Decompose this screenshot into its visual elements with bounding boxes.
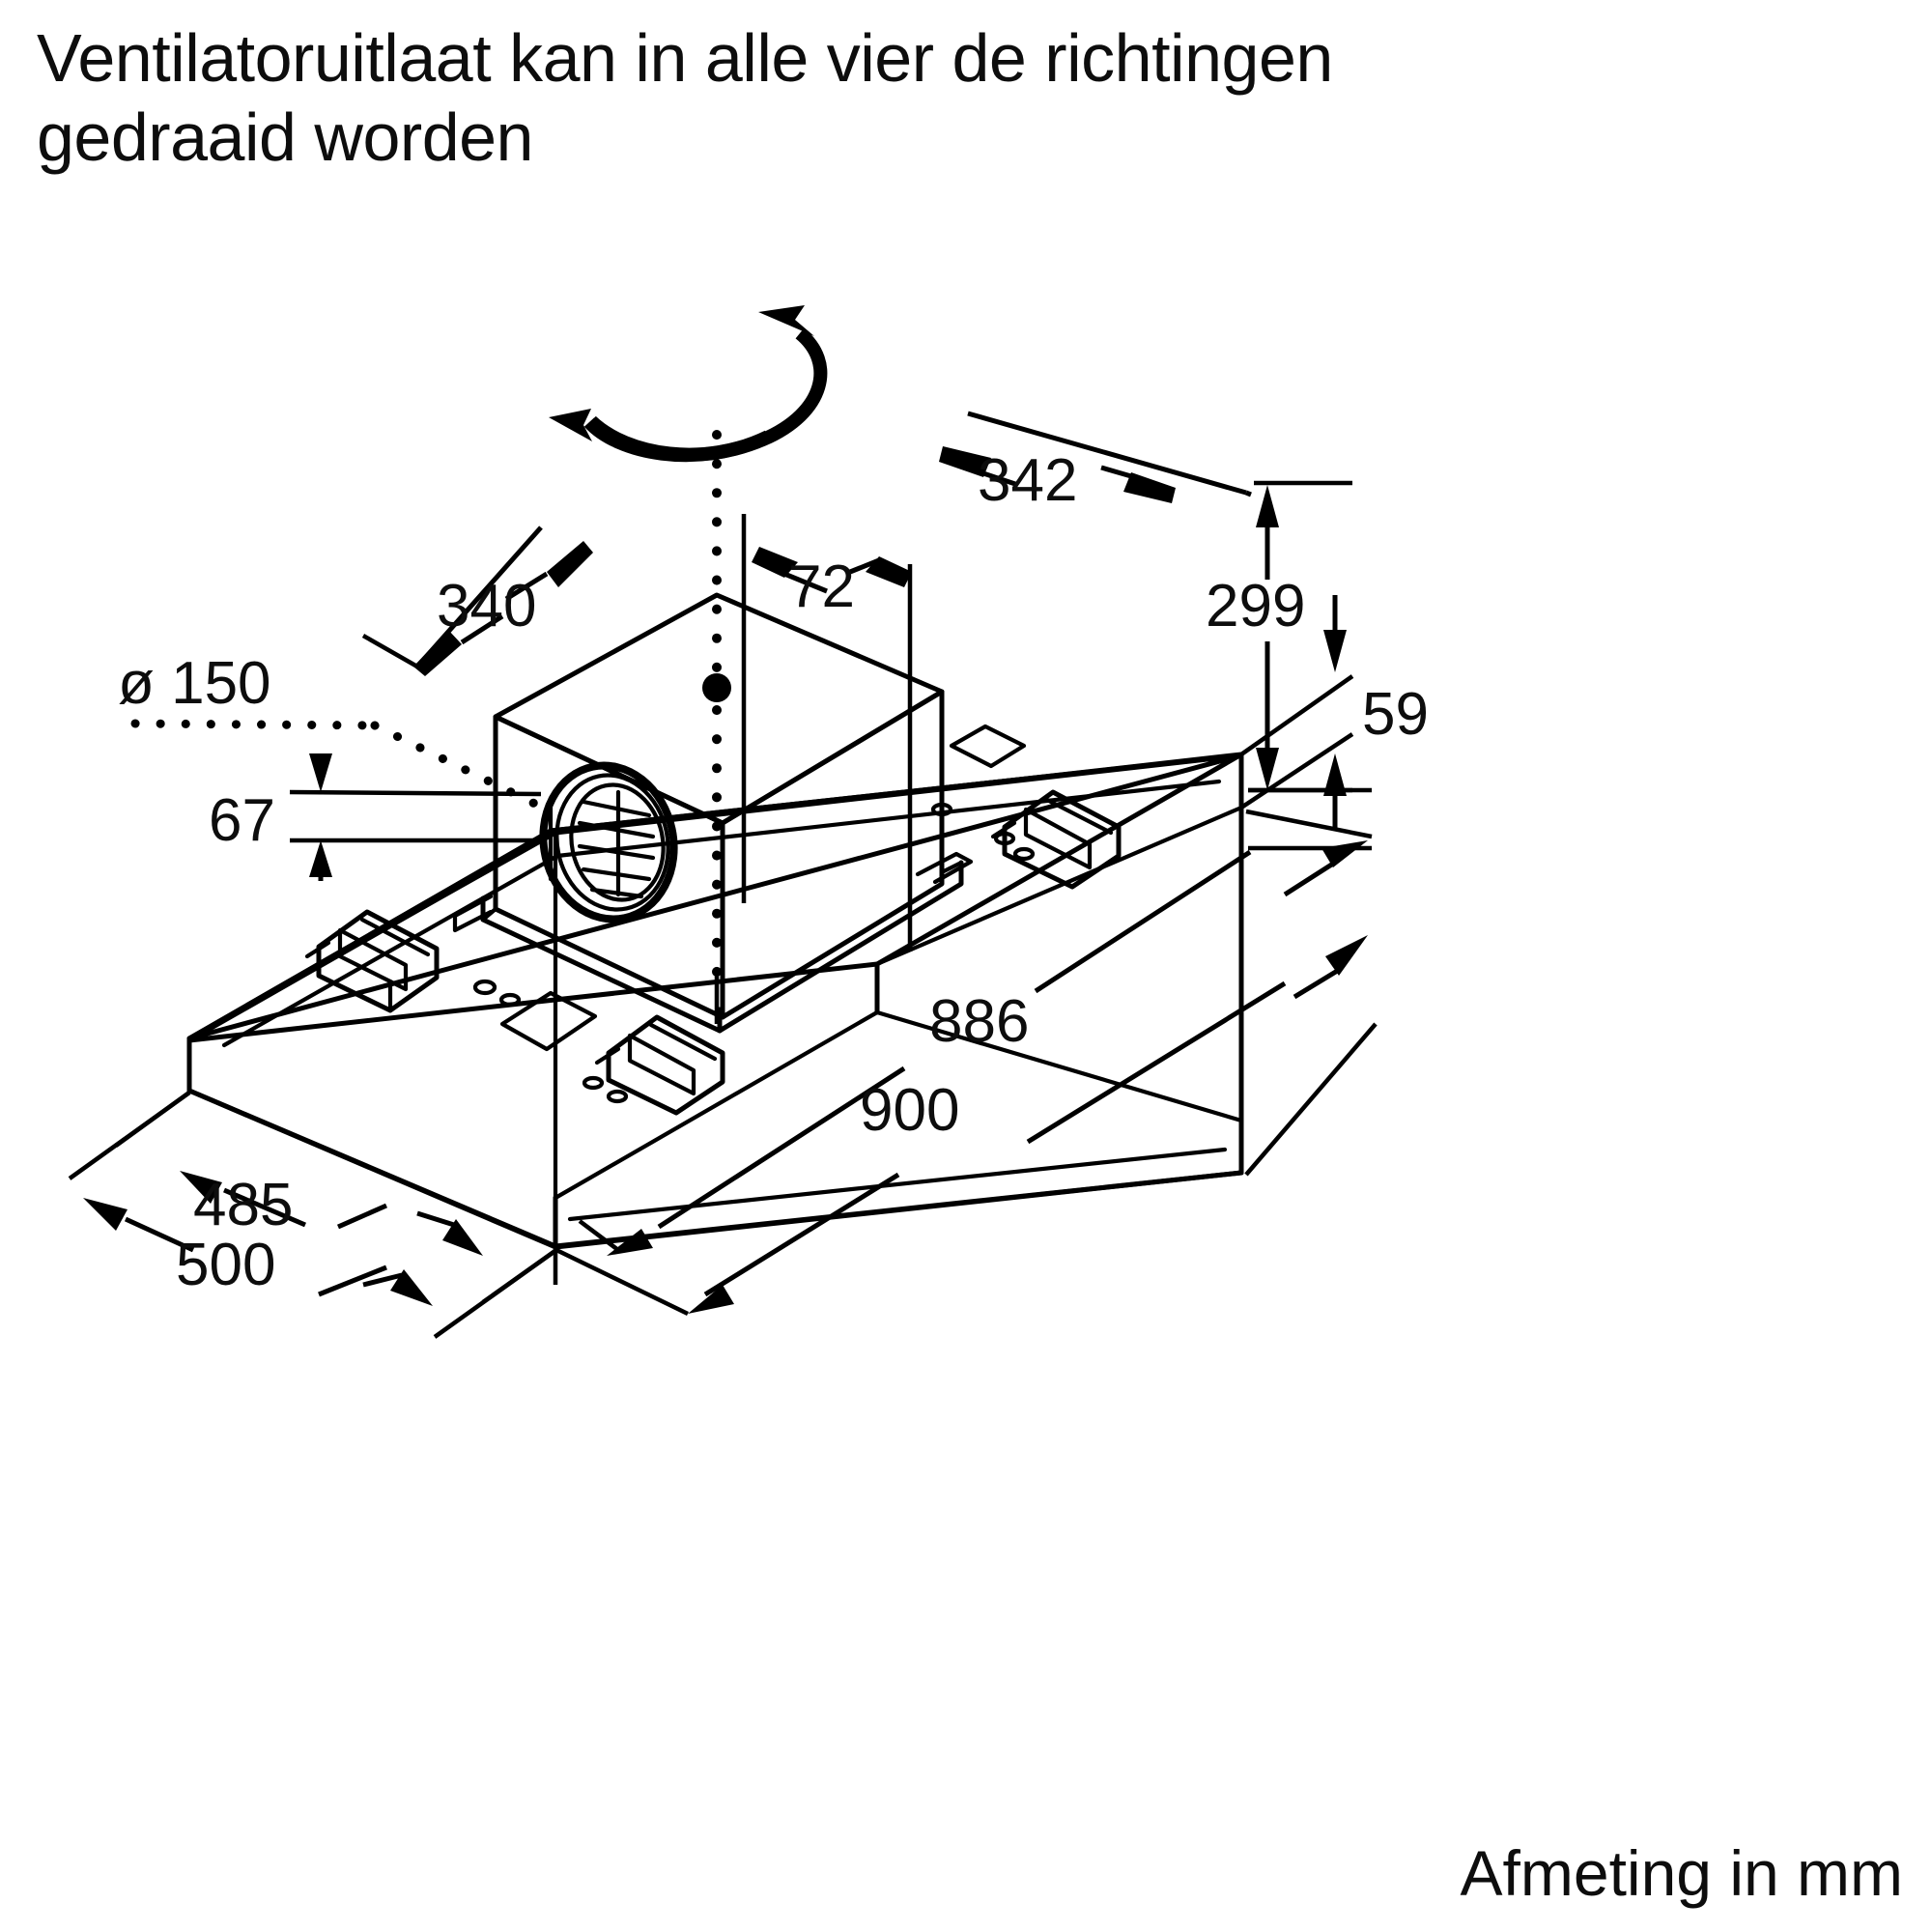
duct-outlet bbox=[539, 761, 678, 923]
rotation-arrow-icon bbox=[549, 305, 828, 463]
mounting-clip-center bbox=[594, 1014, 725, 1116]
dimension-342-label: 342 bbox=[978, 447, 1077, 514]
mounting-clip-left bbox=[304, 909, 440, 1013]
dimension-67: 67 bbox=[209, 753, 542, 881]
page-title-line-2: gedraaid worden bbox=[37, 99, 533, 175]
dimension-500: 500 bbox=[68, 1091, 558, 1339]
duct-damper-flaps bbox=[577, 789, 656, 899]
page-title: Ventilatoruitlaat kan in alle vier de ri… bbox=[37, 19, 1621, 178]
dimension-886: 886 bbox=[578, 809, 1373, 1256]
dimension-342: 342 bbox=[939, 411, 1252, 514]
dimension-67-label: 67 bbox=[209, 787, 275, 854]
projection-lines bbox=[553, 674, 1354, 1285]
dimension-150-label: ø 150 bbox=[118, 650, 271, 717]
mounting-clip-right bbox=[990, 789, 1122, 890]
dimension-59-label: 59 bbox=[1362, 681, 1429, 748]
dimension-72: 72 bbox=[741, 514, 913, 952]
rotation-axis-line bbox=[702, 430, 731, 980]
dimension-72-label: 72 bbox=[788, 554, 855, 620]
dimension-59: 59 bbox=[1248, 595, 1429, 851]
dimension-340: 340 bbox=[361, 526, 593, 676]
dimension-900-label: 900 bbox=[860, 1077, 959, 1144]
dimension-900: 900 bbox=[555, 935, 1378, 1317]
dimension-299-label: 299 bbox=[1206, 573, 1305, 639]
units-note: Afmeting in mm bbox=[1460, 1837, 1903, 1909]
dimension-485: 485 bbox=[114, 1091, 558, 1304]
dimension-340-label: 340 bbox=[437, 573, 536, 639]
page-title-line-1: Ventilatoruitlaat kan in alle vier de ri… bbox=[37, 20, 1333, 96]
dimension-886-label: 886 bbox=[929, 988, 1029, 1055]
panel-detail-features bbox=[472, 724, 1036, 1104]
dimension-diameter-150: ø 150 bbox=[118, 650, 552, 814]
dimension-500-label: 500 bbox=[176, 1232, 275, 1298]
dimension-485-label: 485 bbox=[193, 1172, 293, 1238]
